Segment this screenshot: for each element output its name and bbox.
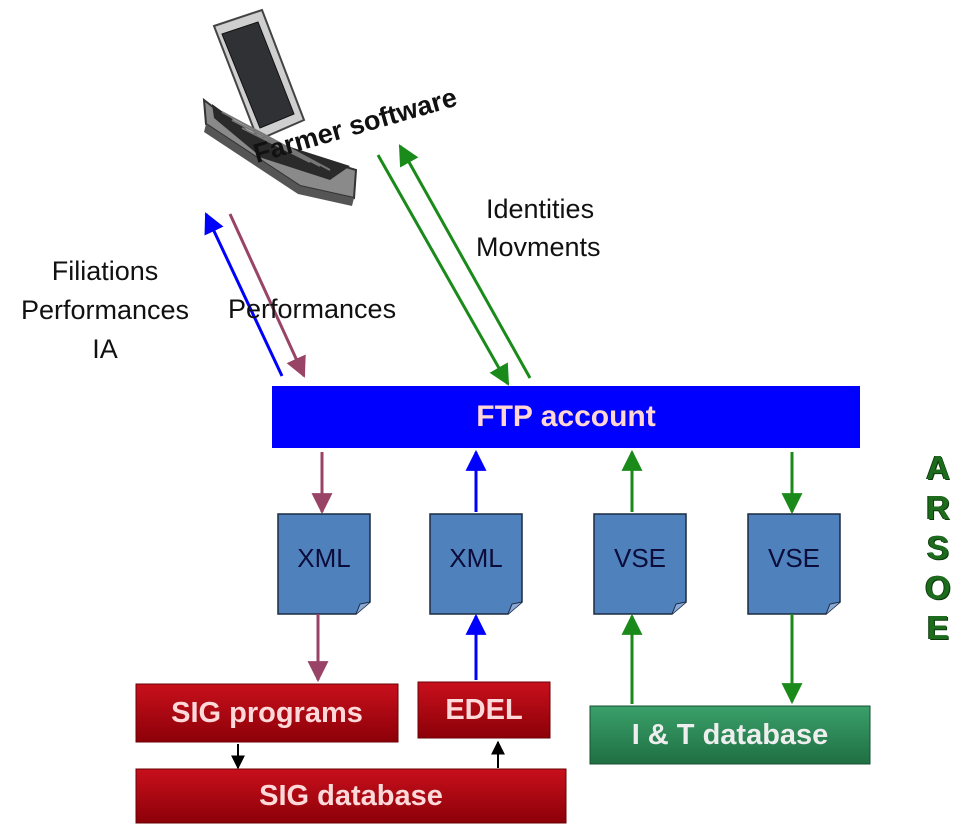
document-vse-1 — [593, 513, 687, 615]
arsoe-letter-r: R — [926, 489, 950, 526]
arsoe-vertical-label: A R S O E — [918, 448, 958, 648]
document-xml-1 — [277, 513, 371, 615]
it-database-label: I & T database — [631, 718, 829, 751]
arrow-performances-down — [228, 213, 306, 378]
laptop-icon — [202, 8, 358, 206]
arrow-filiations-up — [204, 212, 284, 377]
ftp-account-box — [272, 386, 860, 448]
document-vse-1-label: VSE — [613, 542, 667, 573]
it-database-box — [589, 705, 871, 765]
arsoe-letter-o: O — [925, 569, 951, 606]
arsoe-letter-a: A — [926, 449, 950, 486]
document-xml-2-label: XML — [449, 542, 503, 573]
sig-database-label: SIG database — [259, 779, 443, 812]
arsoe-letter-e: E — [926, 609, 949, 646]
document-xml-1-label: XML — [297, 542, 351, 573]
ftp-account-label: FTP account — [476, 400, 656, 433]
ia-label: IA — [92, 334, 118, 364]
sig-programs-label: SIG programs — [171, 696, 363, 729]
edel-box — [417, 681, 551, 739]
identities-label: Identities — [486, 194, 595, 224]
performances-mid-label: Performances — [228, 294, 397, 324]
arrow-identities-down — [376, 154, 510, 386]
sig-database-box — [135, 768, 567, 824]
document-vse-2-label: VSE — [767, 542, 821, 573]
filiations-label: Filiations — [51, 256, 159, 286]
edel-label: EDEL — [445, 693, 523, 726]
performances-left-label: Performances — [20, 295, 190, 325]
arrow-movments-up — [398, 144, 532, 379]
document-vse-2 — [747, 513, 841, 615]
movments-label: Movments — [476, 232, 601, 262]
arsoe-letter-s: S — [926, 529, 949, 566]
document-xml-2 — [429, 513, 523, 615]
sig-programs-box — [135, 683, 399, 743]
